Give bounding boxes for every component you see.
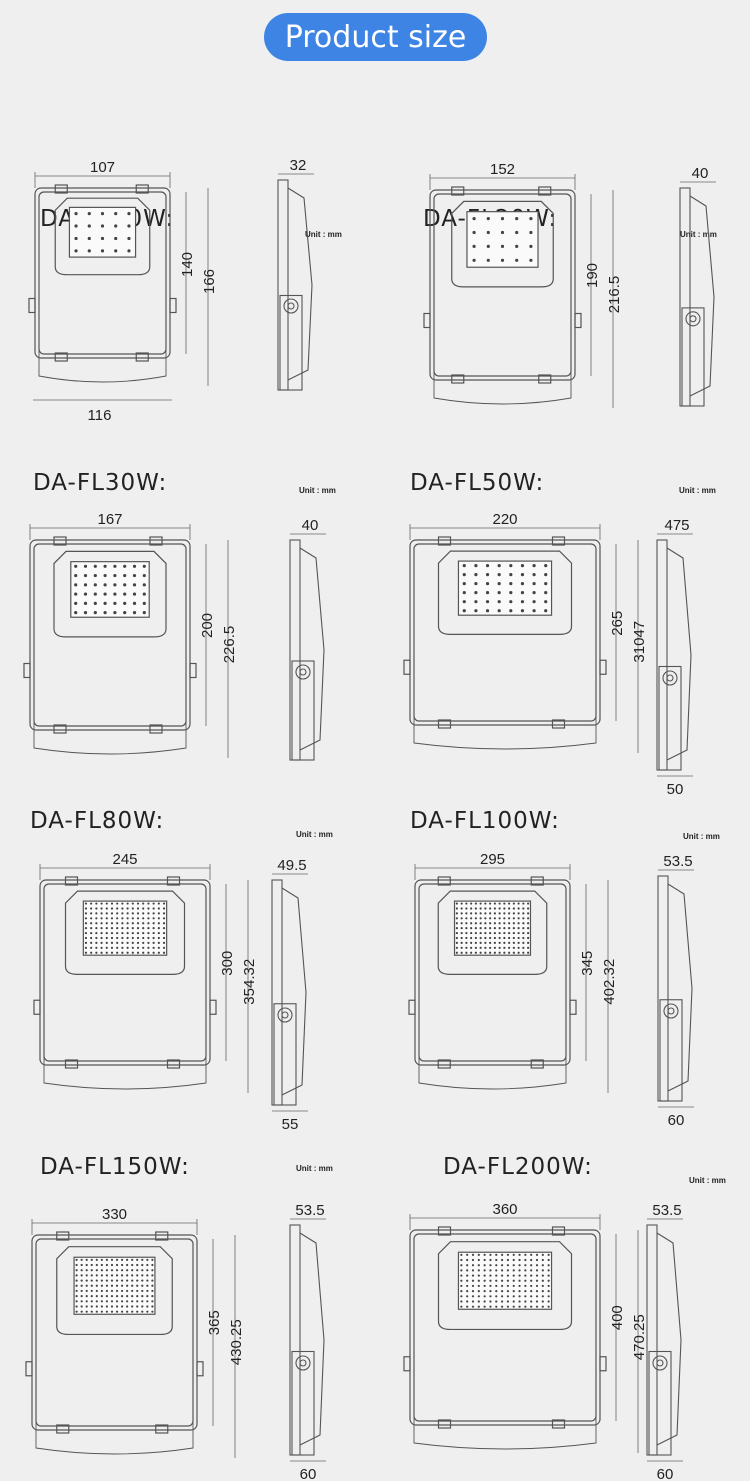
unit-label: Unit : mm <box>679 486 716 495</box>
dimension-label: 60 <box>668 1112 685 1129</box>
unit-label: Unit : mm <box>296 830 333 839</box>
dimension-label: 107 <box>90 159 115 176</box>
product-title: DA-FL50W: <box>410 470 545 496</box>
unit-label: Unit : mm <box>305 230 342 239</box>
product-title: DA-FL150W: <box>40 1154 190 1180</box>
dimension-label: 60 <box>300 1466 317 1481</box>
dimension-drawing: 330 365 430.25 53.5 60 <box>25 1202 326 1481</box>
front-view <box>23 536 197 755</box>
dimension-label: 166 <box>201 269 218 294</box>
side-view <box>657 875 693 1102</box>
front-view <box>403 536 607 750</box>
side-view <box>656 539 692 771</box>
dimension-label: 140 <box>179 252 196 277</box>
dimension-label: 40 <box>692 165 709 182</box>
dimension-label: 330 <box>102 1206 127 1223</box>
dimension-label: 116 <box>88 407 112 424</box>
side-view <box>289 1224 325 1456</box>
dimension-drawing: 295 345 402.32 53.5 60 <box>408 851 694 1129</box>
dimension-label: 55 <box>282 1116 299 1133</box>
dimension-label: 400 <box>609 1305 626 1330</box>
product-panel: DA-FL30W: Unit : mm 167 200 226.5 40 <box>0 460 375 800</box>
product-title: DA-FL200W: <box>443 1154 593 1180</box>
dimension-label: 226.5 <box>221 626 238 664</box>
side-view <box>646 1224 682 1456</box>
dimension-label: 167 <box>97 511 122 528</box>
side-view <box>271 879 307 1106</box>
dimension-label: 402.32 <box>601 959 618 1005</box>
front-view <box>28 184 177 383</box>
dimension-label: 32 <box>290 157 307 174</box>
page-title: Product size <box>264 13 487 61</box>
product-title: DA-FL100W: <box>410 808 560 834</box>
dimension-label: 245 <box>112 851 137 868</box>
product-title: DA-FL30W: <box>33 470 168 496</box>
product-title: DA-FL80W: <box>30 808 165 834</box>
dimension-drawing: 107 140 166 116 32 <box>28 157 314 424</box>
dimension-label: 50 <box>667 781 684 798</box>
dimension-label: 60 <box>657 1466 674 1481</box>
dimension-label: 345 <box>579 951 596 976</box>
side-view <box>277 179 313 391</box>
dimension-label: 190 <box>584 263 601 288</box>
dimension-label: 475 <box>664 517 689 534</box>
dimension-label: 53.5 <box>652 1202 681 1219</box>
dimension-label: 430.25 <box>228 1319 245 1365</box>
dimension-drawing: 220 265 31047 475 50 <box>403 511 693 798</box>
dimension-label: 216.5 <box>606 276 623 314</box>
dimension-label: 265 <box>609 611 626 636</box>
dimension-drawing: 360 400 470.25 53.5 60 <box>403 1201 683 1481</box>
dimension-label: 53.5 <box>663 853 692 870</box>
unit-label: Unit : mm <box>683 832 720 841</box>
product-panel: DA-FL80W: Unit : mm 245 300 354.32 49.5 55 <box>0 800 375 1140</box>
front-view <box>25 1231 204 1455</box>
product-panel: DA-FL150W: Unit : mm 330 365 430.25 53.5 60 <box>0 1140 375 1481</box>
unit-label: Unit : mm <box>689 1176 726 1185</box>
front-view <box>33 876 217 1090</box>
dimension-label: 152 <box>490 161 515 178</box>
product-panel: DA-FL100W: Unit : mm 295 345 402.32 53.5 60 <box>375 800 750 1140</box>
dimension-label: 31047 <box>631 621 648 663</box>
dimension-drawing: 245 300 354.32 49.5 55 <box>33 851 308 1133</box>
unit-label: Unit : mm <box>296 1164 333 1173</box>
dimension-drawing: 152 190 216.5 40 <box>423 161 716 408</box>
dimension-label: 300 <box>219 951 236 976</box>
product-panel: DA-FL200W: Unit : mm 360 400 470.25 53.5 60 <box>375 1140 750 1481</box>
side-view <box>289 539 325 761</box>
dimension-label: 200 <box>199 613 216 638</box>
dimension-label: 40 <box>302 517 319 534</box>
unit-label: Unit : mm <box>680 230 717 239</box>
unit-label: Unit : mm <box>299 486 336 495</box>
front-view <box>408 876 577 1090</box>
dimension-label: 365 <box>206 1310 223 1335</box>
front-view <box>423 186 582 405</box>
dimension-drawing: 167 200 226.5 40 <box>23 511 326 761</box>
dimension-label: 220 <box>492 511 517 528</box>
dimension-label: 53.5 <box>295 1202 324 1219</box>
dimension-label: 354.32 <box>241 959 258 1005</box>
dimension-label: 360 <box>492 1201 517 1218</box>
dimension-label: 295 <box>480 851 505 868</box>
product-panel: DA-FL50W: Unit : mm 220 265 31047 475 50 <box>375 460 750 800</box>
dimension-label: 49.5 <box>277 857 306 874</box>
side-view <box>679 187 715 407</box>
front-view <box>403 1226 607 1450</box>
dimension-label: 470.25 <box>631 1314 648 1360</box>
